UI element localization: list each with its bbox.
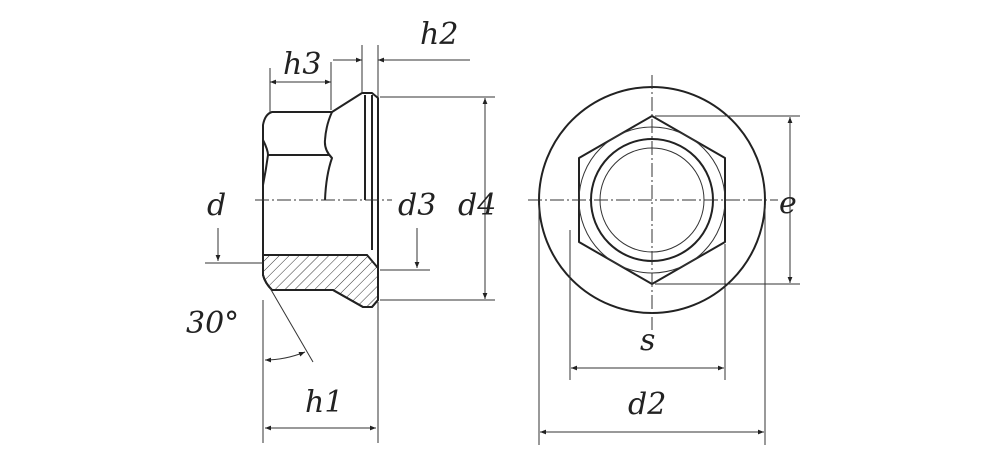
label-angle: 30° bbox=[186, 306, 239, 341]
front-view: e s d2 bbox=[528, 75, 800, 445]
label-d: d bbox=[207, 188, 226, 223]
label-h2: h2 bbox=[420, 17, 458, 52]
side-view: h3 h2 d d3 d4 30° h1 bbox=[186, 17, 496, 443]
label-d4: d4 bbox=[458, 188, 496, 223]
label-h1: h1 bbox=[305, 385, 343, 420]
label-h3: h3 bbox=[283, 47, 321, 82]
label-d2: d2 bbox=[628, 387, 666, 422]
label-e: e bbox=[779, 186, 797, 221]
label-s: s bbox=[640, 323, 655, 358]
label-d3: d3 bbox=[398, 188, 436, 223]
section-hatch bbox=[262, 254, 379, 308]
